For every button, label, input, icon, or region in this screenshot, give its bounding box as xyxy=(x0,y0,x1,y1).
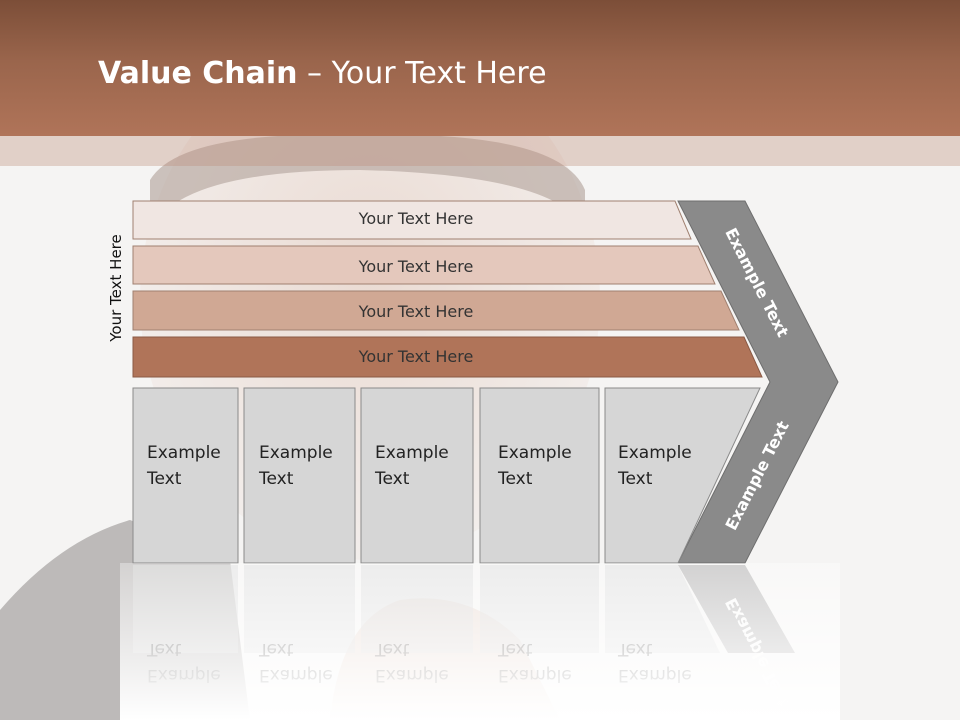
activity-box-3-line2: Text xyxy=(374,469,410,489)
activity-box-3-line1: Example xyxy=(375,443,449,463)
activity-box-4[interactable] xyxy=(479,387,600,564)
reflection-fade xyxy=(120,563,840,720)
activity-box-2-line2: Text xyxy=(258,469,294,489)
activity-box-1[interactable] xyxy=(132,387,239,564)
activity-box-5-line2: Text xyxy=(617,469,653,489)
band-2[interactable] xyxy=(132,245,716,285)
band-4-label: Your Text Here xyxy=(358,347,474,366)
activity-box-4-line1: Example xyxy=(498,443,572,463)
activity-box-1-line1: Example xyxy=(147,443,221,463)
title-rest: – Your Text Here xyxy=(297,56,547,91)
band-3[interactable] xyxy=(132,290,740,331)
title-bold: Value Chain xyxy=(98,56,298,91)
activity-box-5-line1: Example xyxy=(618,443,692,463)
title-bar xyxy=(0,0,960,136)
slide-title: Value Chain – Your Text Here xyxy=(98,56,547,91)
title-bar-strip xyxy=(0,136,960,166)
activity-box-2-line1: Example xyxy=(259,443,333,463)
activity-box-4-line2: Text xyxy=(497,469,533,489)
band-1-label: Your Text Here xyxy=(358,209,474,228)
band-3-label: Your Text Here xyxy=(358,302,474,321)
activity-box-3[interactable] xyxy=(360,387,474,564)
band-1[interactable] xyxy=(132,200,692,240)
band-4[interactable] xyxy=(132,336,763,378)
activity-box-2[interactable] xyxy=(243,387,356,564)
activity-box-1-line2: Text xyxy=(146,469,182,489)
band-2-label: Your Text Here xyxy=(358,257,474,276)
